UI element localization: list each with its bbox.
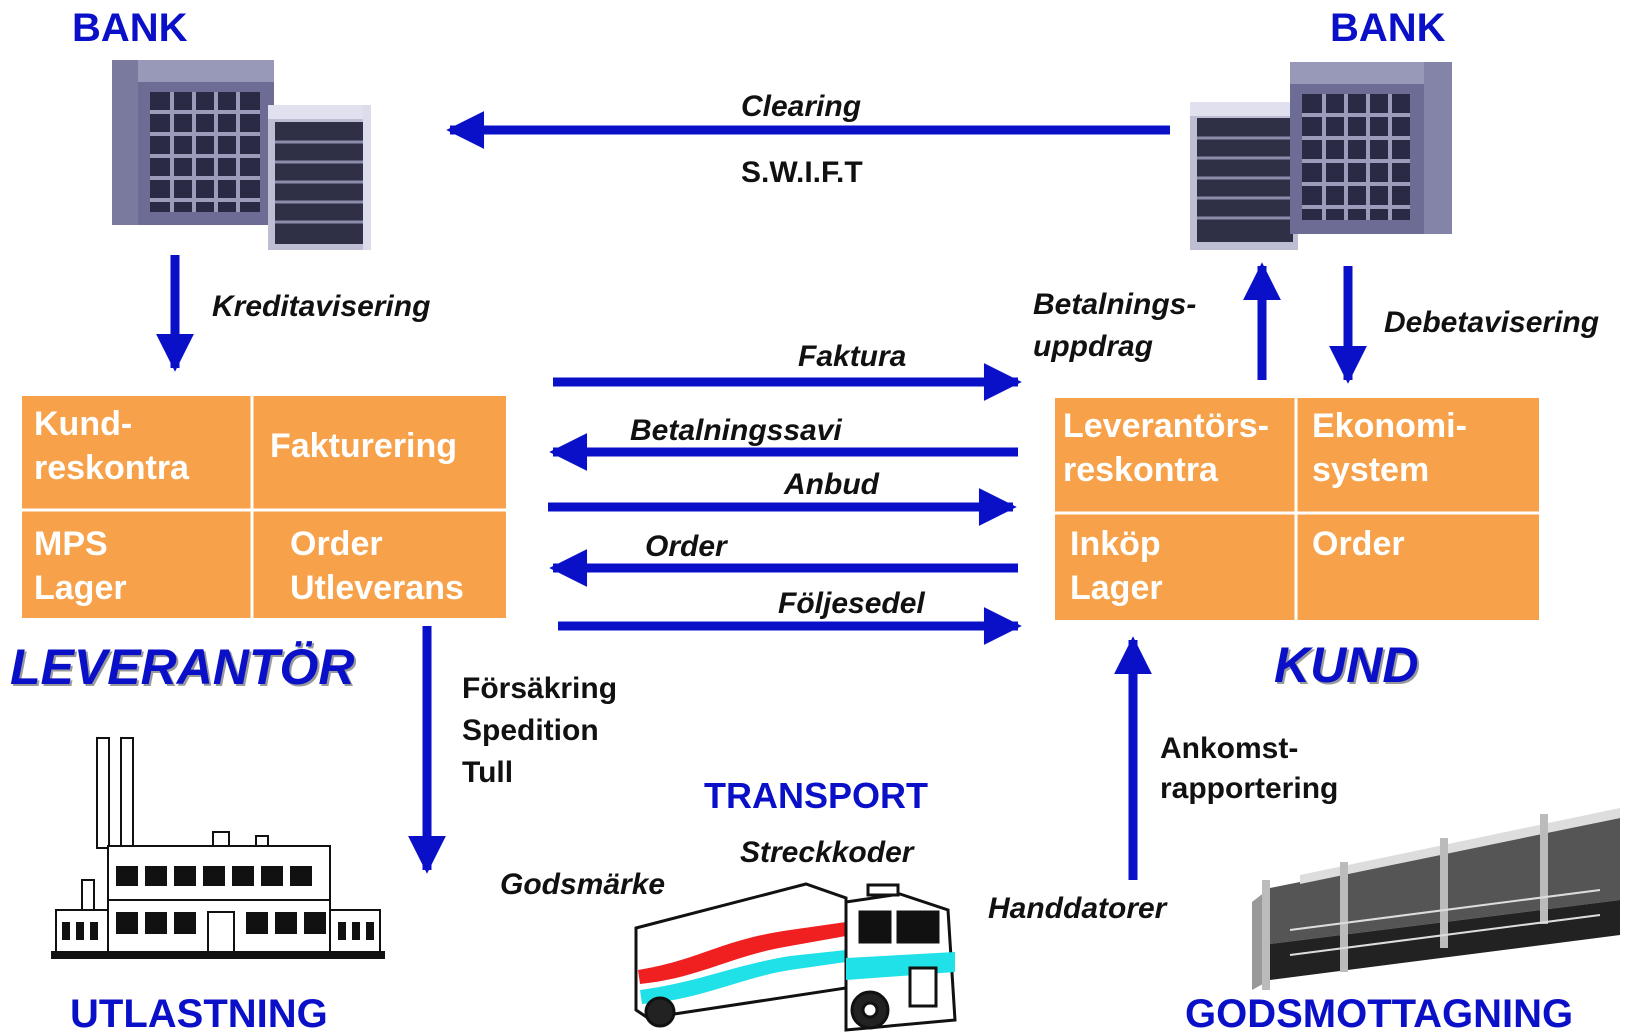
customer-cell-leverantorsreskontra: Leverantörs- reskontra	[1063, 407, 1269, 489]
supplier-cell-kundreskontra: Kund- reskontra	[34, 405, 189, 487]
supplier-cell-fakturering: Fakturering	[270, 427, 458, 465]
tull-label: Tull	[462, 756, 514, 789]
customer-cell-inkop-lager: Inköp Lager	[1070, 525, 1163, 607]
forsakring-label: Försäkring	[462, 672, 618, 705]
right-bank-title: BANK	[1330, 6, 1446, 50]
customer-cell-ekonomisystem: Ekonomi- system	[1312, 407, 1467, 489]
bank-building-icon	[112, 60, 371, 250]
supplier-cell-mps-lager: MPS Lager	[34, 525, 127, 607]
factory-icon	[51, 737, 385, 959]
faktura-label: Faktura	[798, 340, 907, 373]
supplier-box	[22, 396, 506, 618]
supplier-title: LEVERANTÖR	[10, 639, 355, 695]
utlastning-title: UTLASTNING	[70, 992, 328, 1036]
customer-box	[1055, 398, 1539, 620]
ankomst-label-2: rapportering	[1160, 772, 1339, 805]
betalningsuppdrag-label-2: uppdrag	[1033, 330, 1153, 363]
betalningssavi-label: Betalningssavi	[630, 414, 842, 447]
debetavisering-label: Debetavisering	[1384, 306, 1600, 339]
left-bank-title: BANK	[72, 6, 188, 50]
godsmarke-label: Godsmärke	[500, 868, 666, 901]
supplier-cell-order-utleverans: Order Utleverans	[290, 525, 464, 607]
customer-cell-order: Order	[1312, 525, 1405, 563]
godsmottagning-title: GODSMOTTAGNING	[1185, 992, 1574, 1036]
warehouse-icon	[1252, 808, 1620, 990]
transport-title: TRANSPORT	[704, 775, 928, 816]
betalningsuppdrag-label-1: Betalnings-	[1033, 288, 1197, 321]
handdatorer-label: Handdatorer	[988, 892, 1167, 925]
customer-title: KUND	[1274, 637, 1419, 693]
streckkoder-label: Streckkoder	[740, 836, 914, 869]
swift-label: S.W.I.F.T	[741, 156, 863, 189]
clearing-label: Clearing	[741, 90, 862, 123]
order-label: Order	[645, 530, 727, 563]
foljesedel-label: Följesedel	[778, 587, 925, 620]
kreditavisering-label: Kreditavisering	[212, 290, 431, 323]
bank-building-icon	[1190, 62, 1452, 250]
anbud-label: Anbud	[784, 468, 879, 501]
truck-icon	[634, 882, 957, 1032]
spedition-label: Spedition	[462, 714, 599, 747]
ankomst-label-1: Ankomst-	[1160, 732, 1299, 765]
